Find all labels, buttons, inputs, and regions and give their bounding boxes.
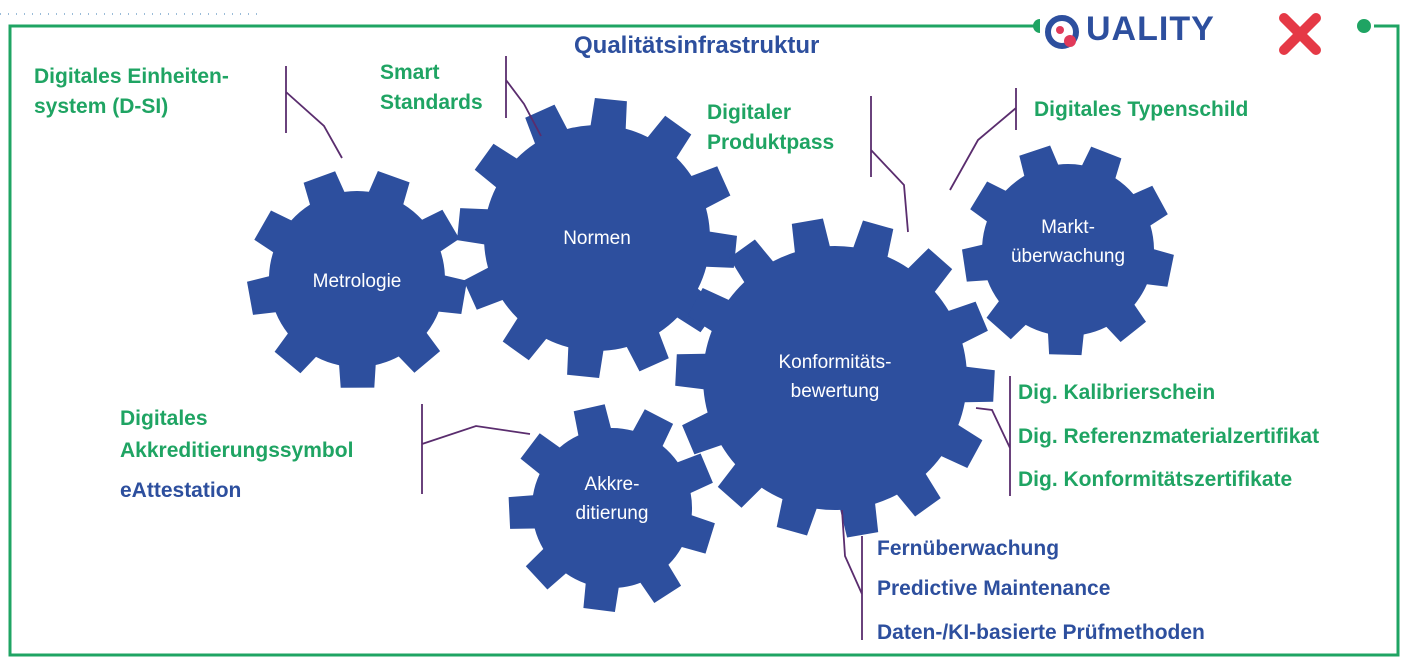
label-akkr-symbol-1: Digitales [120, 407, 208, 430]
label-predictive: Predictive Maintenance [877, 577, 1111, 600]
gear-markt [962, 145, 1174, 356]
logo-x-icon [1279, 13, 1321, 55]
connector-akkr-symbol [421, 404, 531, 494]
label-eattestation: eAttestation [120, 479, 242, 502]
quality-x-logo: UALITY [1040, 4, 1321, 62]
gear-label-akkr-2: ditierung [576, 503, 649, 524]
gear-metrologie [247, 171, 467, 388]
label-typenschild: Digitales Typenschild [1034, 98, 1249, 121]
label-d-si-2: system (D-SI) [34, 95, 169, 118]
logo-text: UALITY [1086, 10, 1215, 48]
connector-fernueberwachung [841, 509, 863, 640]
connector-zertifikate [975, 376, 1011, 496]
label-ki-pruef: Daten-/KI-basierte Prüfmethoden [877, 621, 1205, 644]
connector-typenschild [949, 88, 1017, 191]
gear-konformitaet [675, 218, 995, 538]
label-smart-2: Standards [380, 91, 483, 114]
label-akkr-symbol-2: Akkreditierungssymbol [120, 439, 354, 462]
logo-q-icon [1045, 15, 1079, 49]
gear-label-metrologie: Metrologie [313, 271, 402, 292]
gear-label-markt-2: überwachung [1011, 246, 1125, 267]
gear-normen [457, 98, 737, 378]
gear-label-normen: Normen [563, 228, 631, 249]
label-produktpass-2: Produktpass [707, 131, 835, 154]
label-kalibrierschein: Dig. Kalibrierschein [1018, 381, 1216, 404]
gear-label-konf-1: Konformitäts- [779, 352, 892, 373]
label-referenzmaterial: Dig. Referenzmaterialzertifikat [1018, 425, 1320, 448]
frame-dot-right [1357, 19, 1371, 33]
label-fernueberwachung: Fernüberwachung [877, 537, 1060, 560]
gear-label-konf-2: bewertung [791, 381, 880, 402]
connector-produktpass [870, 96, 909, 233]
label-d-si-1: Digitales Einheiten- [34, 65, 229, 88]
label-smart-1: Smart [380, 61, 440, 84]
gear-akkreditierung [508, 404, 715, 612]
diagram-title: Qualitätsinfrastruktur [574, 32, 820, 59]
gear-label-akkr-1: Akkre- [585, 474, 640, 495]
connector-smart-standards [505, 56, 542, 137]
label-produktpass-1: Digitaler [707, 101, 792, 124]
label-konformitaetszert: Dig. Konformitätszertifikate [1018, 468, 1293, 491]
frame-border [8, 24, 1400, 657]
connector-d-si [285, 66, 343, 159]
gear-label-markt-1: Markt- [1041, 217, 1095, 238]
